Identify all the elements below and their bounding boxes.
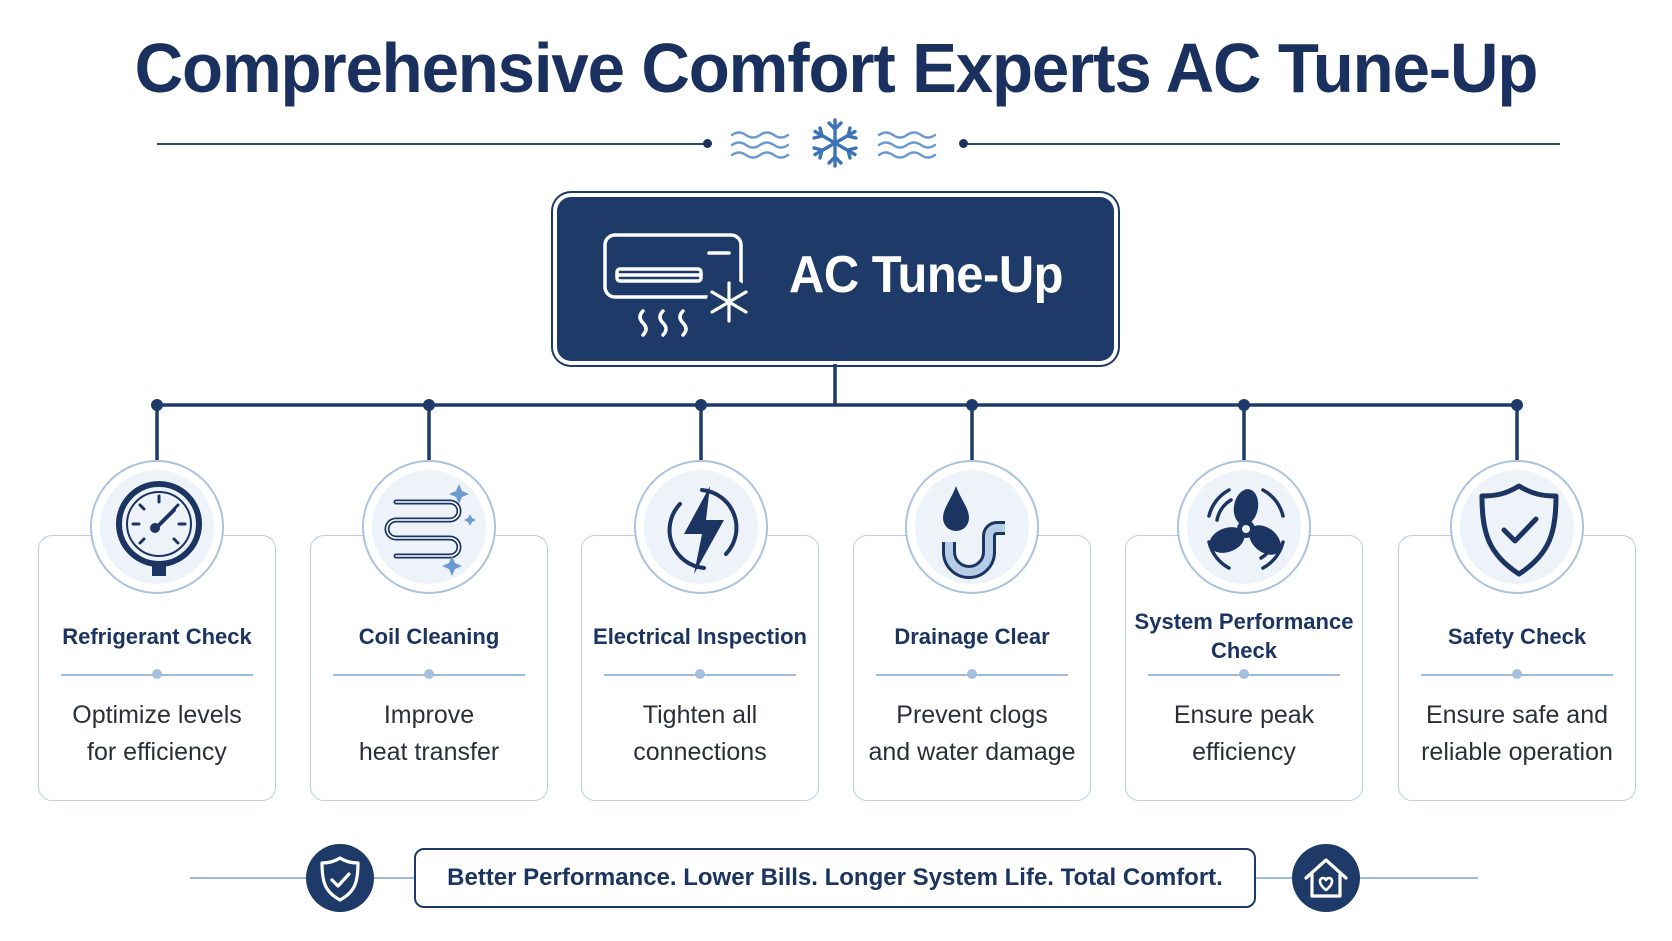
item-card-safety-check: Safety Check Ensure safe and reliable op… xyxy=(1398,535,1636,801)
footer-line-right xyxy=(1360,877,1478,879)
hub-label: AC Tune-Up xyxy=(789,246,1064,304)
fan-icon xyxy=(1207,488,1285,570)
air-conditioner-icon xyxy=(603,233,751,337)
footer-tagline: Better Performance. Lower Bills. Longer … xyxy=(447,864,1223,891)
item-description: Ensure safe and reliable operation xyxy=(1421,701,1613,766)
item-title: System Performance Check xyxy=(1134,609,1354,663)
footer-tagline-box: Better Performance. Lower Bills. Longer … xyxy=(414,848,1256,908)
shield-check-icon xyxy=(320,856,360,902)
footer-shield-badge xyxy=(306,844,374,912)
card-divider-dot xyxy=(695,669,705,679)
item-badge xyxy=(362,460,496,594)
pressure-gauge-icon xyxy=(116,481,202,576)
shield-check-icon xyxy=(1479,483,1559,577)
footer-line-left xyxy=(190,877,306,879)
item-card-system-performance-check: System Performance Check Ensure peak eff… xyxy=(1125,535,1363,801)
divider-dot-right xyxy=(959,139,968,148)
item-description: Ensure peak efficiency xyxy=(1173,701,1315,766)
hub-node: AC Tune-Up xyxy=(557,197,1114,361)
item-badge xyxy=(905,460,1039,594)
air-wave-right-icon xyxy=(877,131,937,159)
footer-line-left-inner xyxy=(374,877,414,879)
item-title: Safety Check xyxy=(1447,624,1587,649)
item-title: Electrical Inspection xyxy=(593,624,807,649)
home-heart-icon xyxy=(1304,858,1348,898)
water-drop-pipe-icon xyxy=(942,486,1005,579)
item-title: Coil Cleaning xyxy=(358,624,500,649)
item-badge xyxy=(90,460,224,594)
item-title: Drainage Clear xyxy=(894,624,1050,649)
page-title: Comprehensive Comfort Experts AC Tune-Up xyxy=(134,29,1539,107)
title-divider-left xyxy=(157,143,707,145)
item-description: Optimize levels for efficiency xyxy=(72,701,242,766)
title-divider-right xyxy=(968,143,1560,145)
coil-icon xyxy=(384,484,476,576)
item-description: Prevent clogs and water damage xyxy=(868,701,1076,766)
item-badge xyxy=(634,460,768,594)
snowflake-icon xyxy=(812,118,858,168)
air-wave-left-icon xyxy=(730,131,790,159)
card-divider-dot xyxy=(967,669,977,679)
lightning-bolt-icon xyxy=(667,486,739,574)
card-divider-dot xyxy=(152,669,162,679)
card-divider-dot xyxy=(1512,669,1522,679)
footer-line-right-inner xyxy=(1256,877,1292,879)
card-divider-dot xyxy=(1239,669,1249,679)
footer-home-badge xyxy=(1292,844,1360,912)
item-description: Tighten all connections xyxy=(633,701,767,766)
divider-dot-left xyxy=(703,139,712,148)
item-description: Improve heat transfer xyxy=(358,701,500,766)
item-title: Refrigerant Check xyxy=(62,624,252,649)
item-badge xyxy=(1450,460,1584,594)
card-divider-dot xyxy=(424,669,434,679)
item-card-electrical-inspection: Electrical Inspection Tighten all connec… xyxy=(581,535,819,801)
item-badge xyxy=(1177,460,1311,594)
